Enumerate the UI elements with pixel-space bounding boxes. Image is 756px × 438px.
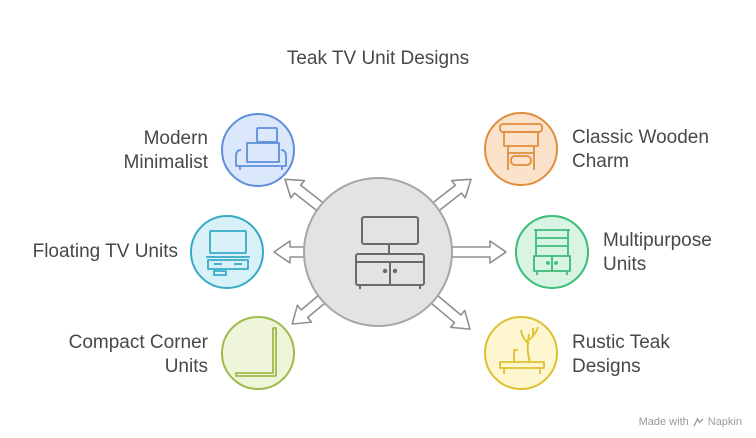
connector-arrows bbox=[273, 178, 507, 330]
watermark-brand: Napkin bbox=[707, 416, 742, 428]
label-line-1: Floating TV Units bbox=[32, 241, 178, 262]
node-compact-corner-units bbox=[221, 316, 295, 390]
corner-unit-icon bbox=[235, 327, 277, 377]
label-classic-wooden-charm: Classic Wooden Charm bbox=[572, 126, 709, 174]
floating-tv-icon bbox=[206, 230, 250, 276]
center-node bbox=[303, 177, 453, 327]
label-line-2: Designs bbox=[572, 356, 641, 377]
arrow-right bbox=[447, 240, 507, 264]
label-rustic-teak-designs: Rustic Teak Designs bbox=[572, 331, 670, 379]
label-multipurpose-units: Multipurpose Units bbox=[603, 229, 712, 277]
rustic-bench-icon bbox=[499, 326, 545, 374]
diagram-title: Teak TV Unit Designs bbox=[286, 48, 470, 69]
label-line-1: Multipurpose bbox=[603, 230, 712, 251]
napkin-logo-icon bbox=[693, 416, 704, 426]
label-line-1: Classic Wooden bbox=[572, 127, 709, 148]
label-line-1: Compact Corner bbox=[68, 332, 208, 353]
shelving-unit-icon bbox=[533, 229, 571, 275]
label-compact-corner-units: Compact Corner Units bbox=[69, 331, 208, 379]
label-line-2: Units bbox=[603, 254, 647, 275]
arrow-up-right bbox=[429, 178, 472, 214]
node-floating-tv-units bbox=[190, 215, 264, 289]
label-modern-minimalist: Modern Minimalist bbox=[124, 127, 208, 175]
label-line-1: Rustic Teak bbox=[572, 332, 670, 353]
watermark-prefix: Made with bbox=[638, 416, 689, 428]
napkin-watermark[interactable]: Made with Napkin bbox=[639, 416, 742, 428]
label-line-2: Units bbox=[164, 356, 208, 377]
arrow-down-right bbox=[427, 292, 471, 330]
node-rustic-teak-designs bbox=[484, 316, 558, 390]
node-multipurpose-units bbox=[515, 215, 589, 289]
node-modern-minimalist bbox=[221, 113, 295, 187]
classic-cabinet-icon bbox=[499, 123, 543, 170]
arrow-left bbox=[273, 240, 309, 264]
label-line-2: Charm bbox=[572, 151, 630, 172]
label-floating-tv-units: Floating TV Units bbox=[33, 240, 178, 264]
label-line-1: Modern bbox=[143, 128, 208, 149]
tv-cabinet-icon bbox=[355, 216, 425, 289]
arrow-up-left bbox=[284, 178, 327, 214]
label-line-2: Minimalist bbox=[123, 152, 208, 173]
node-classic-wooden-charm bbox=[484, 112, 558, 186]
sofa-armchair-icon bbox=[235, 127, 287, 170]
